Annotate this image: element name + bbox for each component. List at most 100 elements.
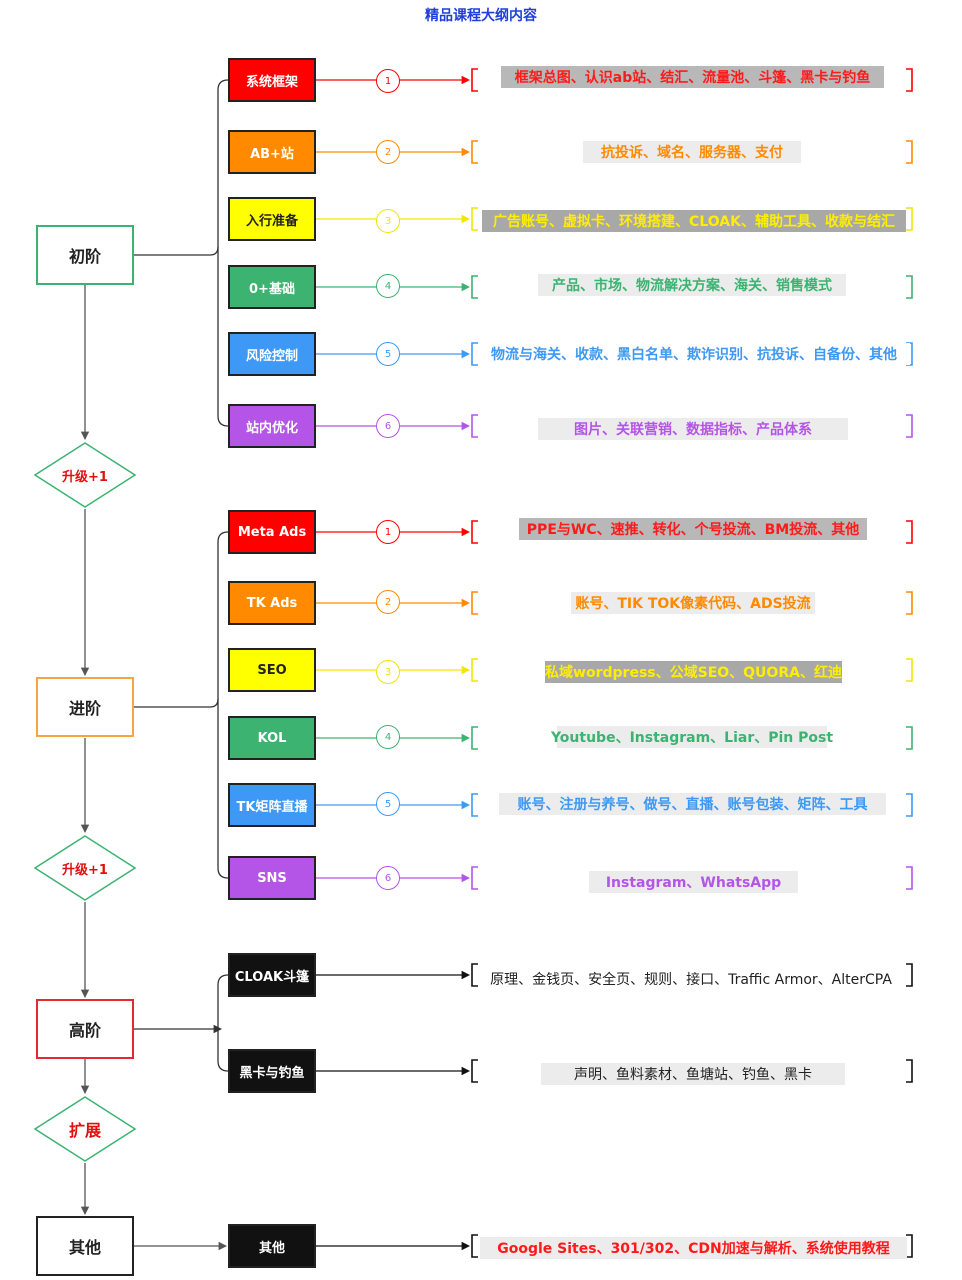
- bracket-left: [471, 520, 478, 544]
- bracket-left: [471, 207, 478, 231]
- extend-diamond: 扩展: [33, 1095, 137, 1163]
- step-number: 1: [376, 520, 400, 544]
- bracket-right: [906, 591, 913, 615]
- upgrade-diamond-2: 升级+1: [33, 834, 137, 902]
- arrowhead: [461, 970, 470, 980]
- bracket-left: [471, 68, 478, 92]
- arrowhead: [461, 349, 470, 359]
- module-seo: SEO: [228, 648, 316, 692]
- step-number: 4: [376, 725, 400, 749]
- bracket-left: [471, 342, 478, 366]
- tree-branch: [217, 255, 229, 427]
- module-description: 账号、注册与养号、做号、直播、账号包装、矩阵、工具: [499, 793, 886, 815]
- arrowhead: [461, 1241, 470, 1251]
- page-title: 精品课程大纲内容: [425, 8, 537, 24]
- module-risk-control: 风险控制: [228, 332, 316, 376]
- arrowhead: [461, 282, 470, 292]
- module-basics: 0+基础: [228, 265, 316, 309]
- module-description: PPE与WC、速推、转化、个号投流、BM投流、其他: [519, 518, 867, 540]
- arrowhead: [80, 824, 90, 833]
- arrowhead: [461, 598, 470, 608]
- tree-branch: [217, 531, 229, 707]
- bracket-left: [471, 658, 478, 682]
- arrowhead: [461, 214, 470, 224]
- module-description: 账号、TIK TOK像素代码、ADS投流: [571, 592, 815, 614]
- module-description: 广告账号、虚拟卡、环境搭建、CLOAK、辅助工具、收款与结汇: [482, 210, 906, 232]
- module-cloak: CLOAK斗篷: [228, 953, 316, 997]
- bracket-right: [906, 726, 913, 750]
- stage-other: 其他: [36, 1216, 134, 1276]
- module-description: 产品、市场、物流解决方案、海关、销售模式: [538, 274, 846, 296]
- module-other: 其他: [228, 1224, 316, 1268]
- step-number: 2: [376, 140, 400, 164]
- tree-branch: [217, 974, 229, 1029]
- tree-branch: [134, 698, 219, 708]
- module-description: 原理、金钱页、安全页、规则、接口、Traffic Armor、AlterCPA: [483, 968, 899, 990]
- bracket-right: [906, 963, 913, 987]
- step-number: 3: [376, 660, 400, 684]
- stage-beginner: 初阶: [36, 225, 134, 285]
- bracket-left: [471, 414, 478, 438]
- stage-intermediate: 进阶: [36, 677, 134, 737]
- step-number: 3: [376, 209, 400, 233]
- step-number: 1: [376, 69, 400, 93]
- module-description: Youtube、Instagram、Liar、Pin Post: [551, 726, 833, 748]
- arrowhead: [461, 665, 470, 675]
- bracket-right: [906, 520, 913, 544]
- module-description: 图片、关联营销、数据指标、产品体系: [538, 418, 848, 440]
- extend-label: 扩展: [68, 1121, 101, 1140]
- bracket-left: [471, 793, 478, 817]
- bracket-left: [471, 963, 478, 987]
- module-ab-site: AB+站: [228, 130, 316, 174]
- module-black-card-phishing: 黑卡与钓鱼: [228, 1049, 316, 1093]
- step-number: 5: [376, 342, 400, 366]
- bracket-left: [471, 726, 478, 750]
- arrowhead: [461, 873, 470, 883]
- step-number: 2: [376, 590, 400, 614]
- module-description: Instagram、WhatsApp: [589, 871, 798, 893]
- upgrade-label: 升级+1: [62, 862, 108, 878]
- bracket-right: [906, 140, 913, 164]
- bracket-left: [471, 140, 478, 164]
- arrowhead: [80, 1085, 90, 1094]
- arrowhead: [461, 75, 470, 85]
- module-sns: SNS: [228, 856, 316, 900]
- bracket-left: [471, 1234, 478, 1258]
- module-description: 物流与海关、收款、黑白名单、欺诈识别、抗投诉、自备份、其他: [478, 343, 910, 365]
- tree-branch: [217, 707, 229, 879]
- tree-branch: [134, 246, 219, 256]
- bracket-left: [471, 866, 478, 890]
- bracket-right: [906, 1059, 913, 1083]
- bracket-right: [906, 1234, 913, 1258]
- bracket-right: [906, 658, 913, 682]
- module-description: 私域wordpress、公域SEO、QUORA、红迪: [545, 661, 842, 683]
- arrowhead: [461, 800, 470, 810]
- module-tk-ads: TK Ads: [228, 581, 316, 625]
- bracket-right: [906, 207, 913, 231]
- module-entry-prep: 入行准备: [228, 197, 316, 241]
- arrowhead: [80, 1206, 90, 1215]
- arrowhead: [461, 421, 470, 431]
- bracket-right: [906, 275, 913, 299]
- module-description: 框架总图、认识ab站、结汇、流量池、斗篷、黑卡与钓鱼: [501, 66, 884, 88]
- arrowhead: [461, 1066, 470, 1076]
- module-description: Google Sites、301/302、CDN加速与解析、系统使用教程: [480, 1237, 907, 1259]
- bracket-left: [471, 591, 478, 615]
- upgrade-diamond-1: 升级+1: [33, 441, 137, 509]
- bracket-right: [906, 414, 913, 438]
- stage-advanced: 高阶: [36, 999, 134, 1059]
- step-number: 6: [376, 414, 400, 438]
- tree-branch: [217, 1029, 229, 1072]
- module-system-framework: 系统框架: [228, 58, 316, 102]
- arrowhead: [218, 1241, 227, 1251]
- step-number: 5: [376, 792, 400, 816]
- step-number: 6: [376, 866, 400, 890]
- bracket-left: [471, 1059, 478, 1083]
- module-meta-ads: Meta Ads: [228, 510, 316, 554]
- arrowhead: [461, 733, 470, 743]
- upgrade-label: 升级+1: [62, 469, 108, 485]
- step-number: 4: [376, 274, 400, 298]
- bracket-right: [906, 793, 913, 817]
- module-description: 声明、鱼料素材、鱼塘站、钓鱼、黑卡: [541, 1063, 845, 1085]
